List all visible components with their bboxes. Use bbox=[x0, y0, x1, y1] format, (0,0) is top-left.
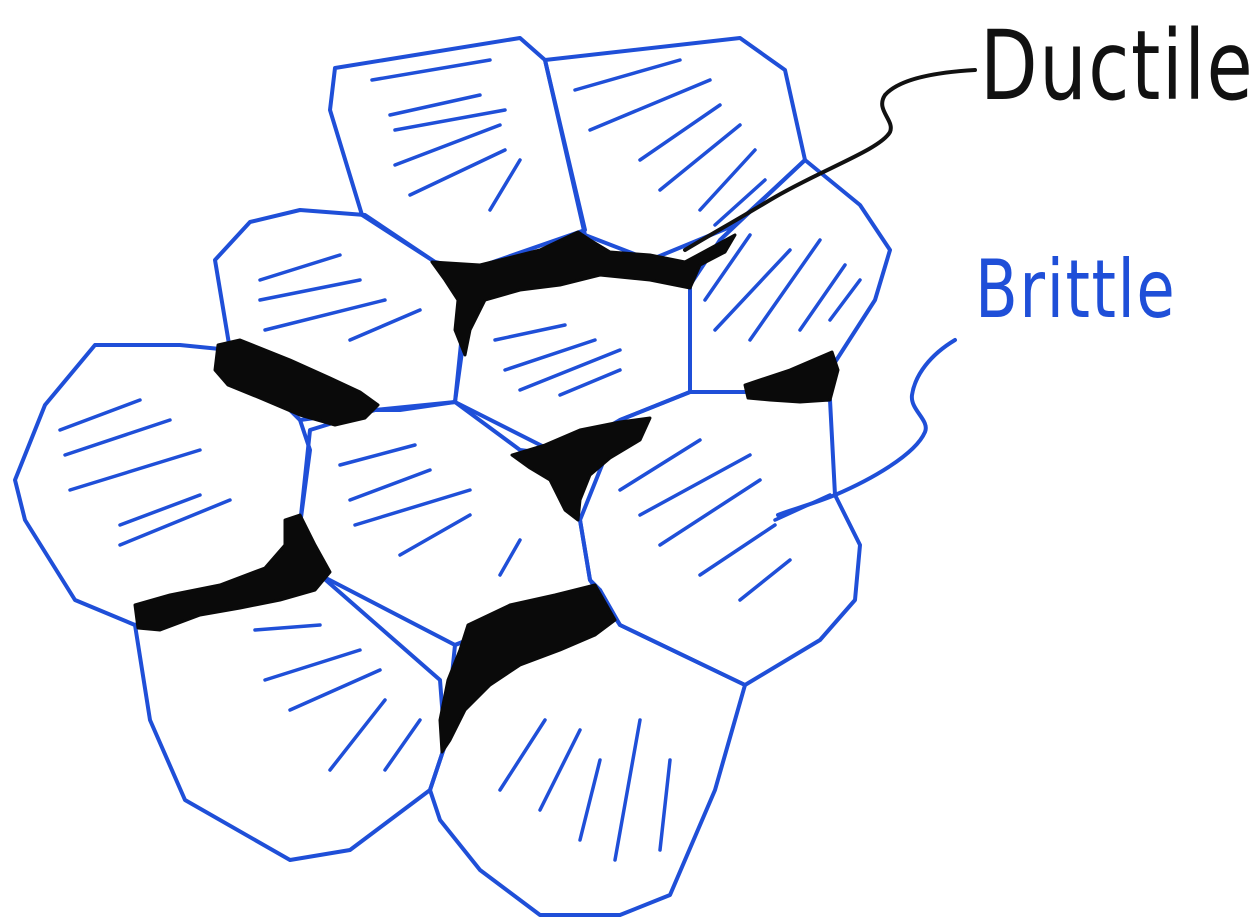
cleavage-line bbox=[340, 445, 415, 465]
cleavage-line bbox=[65, 420, 170, 455]
ductile-region-left-lower bbox=[135, 515, 330, 630]
cleavage-line bbox=[640, 455, 750, 515]
cleavage-line bbox=[800, 265, 845, 330]
cleavage-line bbox=[500, 720, 545, 790]
cleavage-line bbox=[350, 470, 430, 500]
cleavage-line bbox=[410, 150, 505, 195]
cleavage-line bbox=[290, 670, 380, 710]
cleavage-line bbox=[830, 280, 860, 320]
cleavage-line bbox=[355, 490, 470, 525]
cleavage-line bbox=[700, 150, 755, 210]
cleavage-line bbox=[385, 720, 420, 770]
cleavage-line bbox=[260, 255, 340, 280]
cleavage-line bbox=[560, 370, 620, 395]
ductile-label: Ductile bbox=[980, 18, 1254, 114]
cleavage-lines bbox=[60, 60, 860, 860]
ductile-region-bottom bbox=[440, 585, 615, 752]
cleavage-line bbox=[330, 700, 385, 770]
cleavage-line bbox=[500, 540, 520, 575]
ductile-leader-line bbox=[685, 70, 975, 250]
ductile-region-left-upper bbox=[215, 340, 378, 425]
cleavage-line bbox=[495, 325, 565, 340]
cleavage-line bbox=[715, 250, 790, 330]
cleavage-line bbox=[740, 560, 790, 600]
cleavage-line bbox=[575, 60, 680, 90]
cleavage-line bbox=[390, 95, 480, 115]
cleavage-line bbox=[395, 110, 505, 130]
cleavage-line bbox=[260, 280, 360, 300]
grain-top-right bbox=[545, 38, 805, 260]
ductile-region-center bbox=[512, 418, 650, 520]
cleavage-line bbox=[60, 400, 140, 430]
cleavage-line bbox=[265, 650, 360, 680]
cleavage-line bbox=[700, 525, 775, 575]
cleavage-line bbox=[620, 440, 700, 490]
cleavage-line bbox=[490, 160, 520, 210]
cleavage-line bbox=[265, 300, 385, 330]
cleavage-line bbox=[120, 500, 230, 545]
cleavage-line bbox=[350, 310, 420, 340]
cleavage-line bbox=[540, 730, 580, 810]
cleavage-line bbox=[400, 515, 470, 555]
cleavage-line bbox=[580, 760, 600, 840]
grain-outlines bbox=[15, 38, 890, 915]
cleavage-line bbox=[520, 350, 620, 390]
cleavage-line bbox=[70, 450, 200, 490]
cleavage-line bbox=[615, 720, 640, 860]
cleavage-line bbox=[372, 60, 490, 80]
cleavage-line bbox=[255, 625, 320, 630]
cleavage-line bbox=[660, 480, 760, 545]
cleavage-line bbox=[120, 495, 200, 525]
ductile-region-right bbox=[745, 352, 838, 402]
cleavage-line bbox=[660, 760, 670, 850]
brittle-label: Brittle bbox=[975, 250, 1176, 330]
